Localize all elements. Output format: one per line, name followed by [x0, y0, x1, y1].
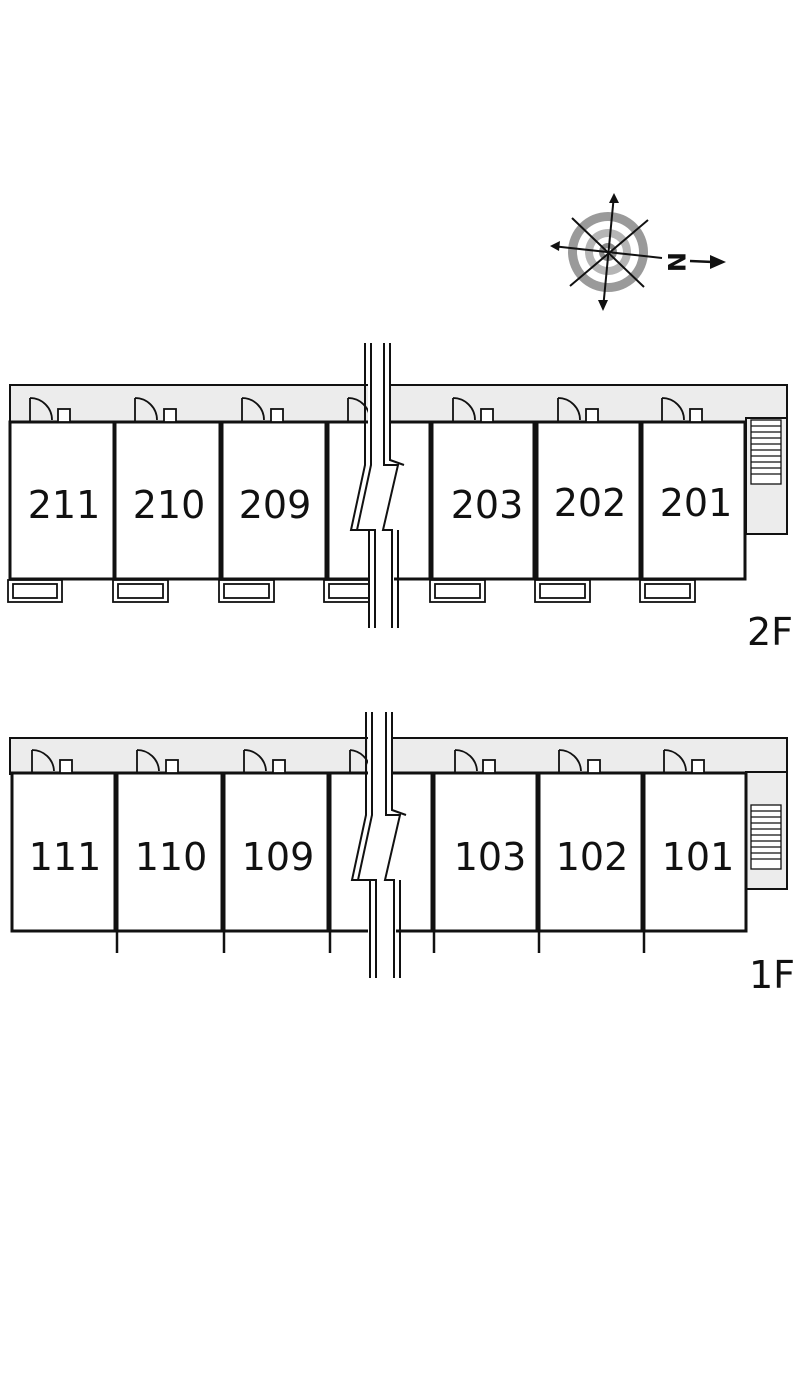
unit-number: 211: [28, 483, 101, 527]
door-icon: [31, 749, 705, 774]
corridor: [9, 384, 788, 424]
unit-room: [430, 420, 536, 581]
unit-number: 101: [662, 835, 735, 879]
unit-room: [537, 771, 644, 933]
break-line: [349, 343, 405, 628]
compass-north-label: N: [662, 252, 690, 272]
compass-icon: N: [550, 193, 726, 311]
floor-label: 2F: [747, 610, 793, 654]
unit-number: 201: [660, 481, 733, 525]
unit-number: 203: [451, 483, 524, 527]
stairs-icon: [750, 419, 782, 485]
unit-room: [642, 771, 748, 933]
unit-room: [220, 420, 328, 581]
unit-number: 109: [242, 835, 315, 879]
unit-room: [115, 771, 224, 933]
unit-number: 110: [135, 835, 208, 879]
corridor: [9, 737, 788, 775]
floor-1-plan: 111 110 109 103 102 101 1F: [9, 712, 795, 997]
unit-number: 210: [133, 483, 206, 527]
north-arrow-icon: [710, 255, 726, 269]
unit-number: 103: [454, 835, 527, 879]
unit-room: [640, 420, 747, 581]
unit-room: [113, 420, 222, 581]
break-line: [350, 712, 407, 978]
unit-room: [8, 420, 116, 581]
unit-number: 111: [29, 835, 102, 879]
floor-2-plan: 211 210 209 203 202 201 2F: [7, 343, 793, 654]
floor-label: 1F: [749, 953, 795, 997]
door-icon: [29, 397, 703, 423]
unit-room: [535, 420, 642, 581]
stairs-icon: [750, 804, 782, 870]
unit-number: 202: [554, 481, 627, 525]
partition-wall: [115, 931, 646, 953]
unit-room: [10, 771, 117, 933]
unit-number: 209: [239, 483, 312, 527]
unit-number: 102: [556, 835, 629, 879]
balcony: [7, 579, 696, 603]
unit-room: [432, 771, 539, 933]
